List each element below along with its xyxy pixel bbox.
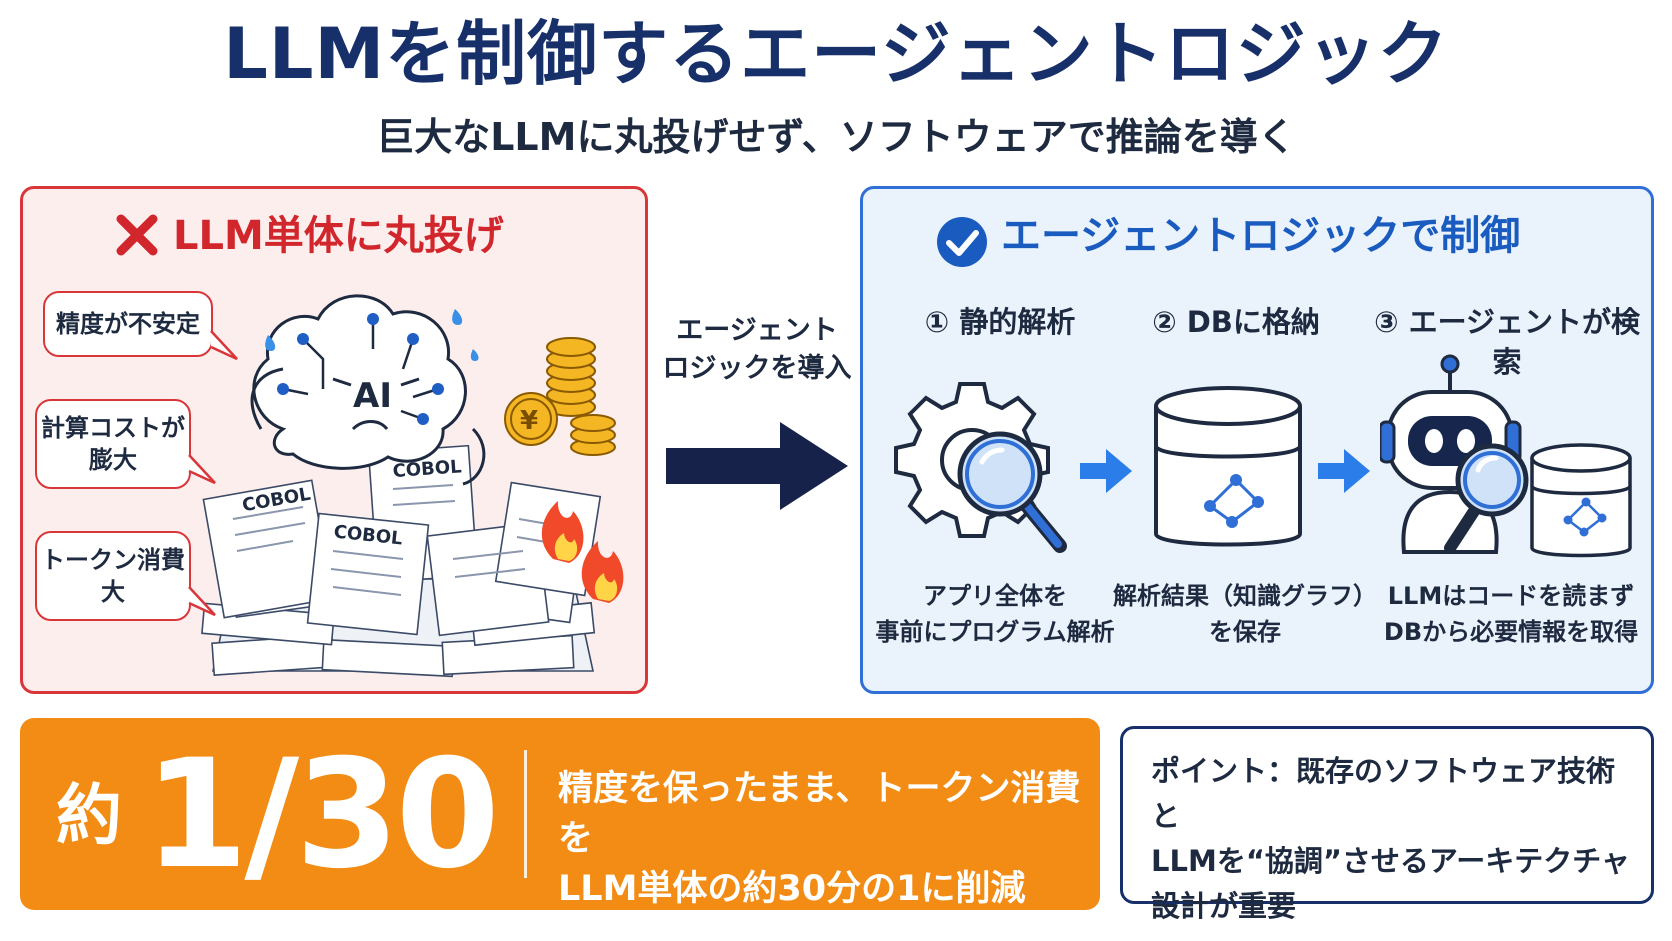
step-arrow-icon — [1080, 449, 1132, 493]
llm-only-heading: LLM単体に丸投げ — [173, 213, 504, 259]
page-title: LLMを制御するエージェントロジック — [223, 13, 1449, 95]
robot-search-icon — [1380, 354, 1632, 558]
check-circle-icon — [937, 217, 987, 267]
bubble-unstable-accuracy: 精度が不安定 — [43, 291, 213, 357]
bubble-token-usage: トークン消費 大 — [35, 531, 191, 621]
step-2-desc-line2: を保存 — [1209, 618, 1281, 646]
step-3-desc-line2: DBから必要情報を取得 — [1383, 618, 1639, 646]
bubble-compute-cost-line2: 膨大 — [89, 446, 137, 474]
transition-arrow-icon — [666, 422, 848, 510]
step-3-title: ③ エージェントが検索 — [1373, 305, 1641, 379]
step-1-title: ① 静的解析 — [924, 305, 1076, 339]
transition-label-line2: ロジックを導入 — [662, 353, 852, 384]
result-divider — [524, 750, 527, 878]
page-subtitle: 巨大なLLMに丸投げせず、ソフトウェアで推論を導く — [376, 115, 1296, 159]
bubble-compute-cost-line1: 計算コストが — [41, 414, 185, 442]
brain-ai-label: AI — [353, 376, 392, 416]
point-text-line2: LLMを“協調”させるアーキテクチャ — [1151, 844, 1630, 878]
transition-label-line1: エージェント — [676, 315, 838, 346]
step-3-desc-line1: LLMはコードを読まず — [1387, 582, 1635, 610]
point-box: ポイント：既存のソフトウェア技術と LLMを“協調”させるアーキテクチャ 設計が… — [1120, 726, 1654, 923]
step-2-title: ② DBに格納 — [1152, 305, 1320, 339]
result-description: 精度を保ったまま、トークン消費を LLM単体の約30分の1に削減 — [558, 764, 1100, 914]
step-arrow-icon — [1318, 449, 1370, 493]
llm-only-panel: LLM単体に丸投げ COBOL — [20, 186, 648, 694]
result-box: 約 1/30 精度を保ったまま、トークン消費を LLM単体の約30分の1に削減 — [20, 718, 1100, 910]
bubble-compute-cost: 計算コストが 膨大 — [35, 399, 191, 489]
result-description-line1: 精度を保ったまま、トークン消費を — [558, 769, 1081, 859]
step-1-desc: アプリ全体を 事前にプログラム解析 — [860, 578, 1130, 650]
bubble-tail — [188, 586, 216, 617]
point-text-line3: 設計が重要 — [1151, 889, 1297, 923]
step-2-desc-line1: 解析結果（知識グラフ） — [1113, 582, 1377, 610]
point-text: ポイント：既存のソフトウェア技術と LLMを“協調”させるアーキテクチャ 設計が… — [1151, 749, 1641, 929]
result-prefix: 約 — [56, 777, 122, 854]
result-description-line2: LLM単体の約30分の1に削減 — [558, 869, 1026, 909]
bubble-token-usage-line1: トークン消費 — [41, 546, 185, 574]
bubble-tail — [188, 454, 216, 485]
yen-symbol: ¥ — [520, 406, 538, 436]
step-3-desc: LLMはコードを読まず DBから必要情報を取得 — [1376, 578, 1646, 650]
brain-icon — [250, 294, 486, 486]
step-2-desc: 解析結果（知識グラフ） を保存 — [1110, 578, 1380, 650]
overwhelmed-ai-illustration: COBOL COBOL COBOL AI — [201, 294, 624, 678]
bubble-token-usage-line2: 大 — [101, 578, 125, 606]
step-1-desc-line1: アプリ全体を — [923, 582, 1067, 610]
paper-pile-icon — [201, 444, 602, 678]
cross-icon — [116, 214, 158, 256]
bubble-unstable-accuracy-text: 精度が不安定 — [56, 310, 200, 338]
point-text-line1: ポイント：既存のソフトウェア技術と — [1151, 754, 1616, 833]
database-graph-icon — [1154, 386, 1302, 547]
flame-icon — [541, 501, 624, 603]
agent-logic-heading: エージェントロジックで制御 — [1001, 213, 1521, 259]
transition-label: エージェント ロジックを導入 — [660, 312, 854, 388]
result-value: 1/30 — [144, 728, 500, 902]
bubble-tail — [210, 330, 238, 361]
gear-search-icon — [894, 382, 1067, 553]
step-1-desc-line2: 事前にプログラム解析 — [875, 618, 1115, 646]
coins-icon — [504, 337, 616, 456]
